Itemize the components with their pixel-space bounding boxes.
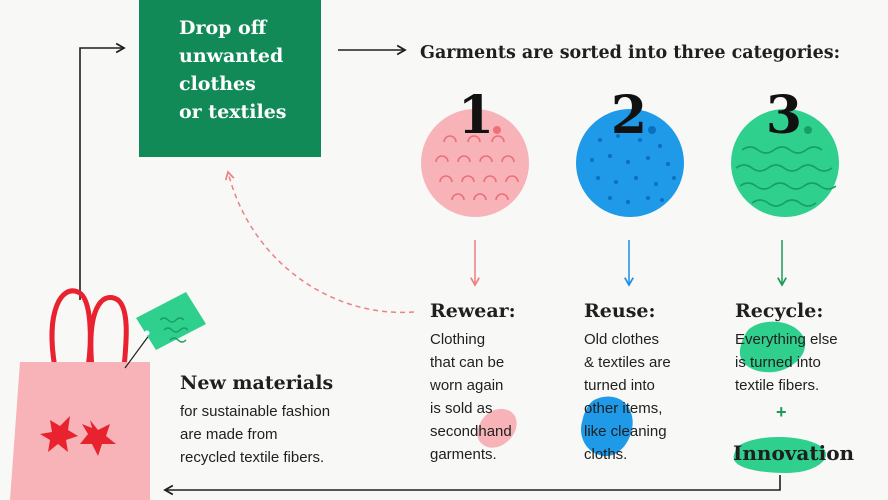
desc-line: secondhand xyxy=(430,423,512,440)
desc-line: that can be xyxy=(430,354,505,371)
desc-line: worn again xyxy=(430,377,504,394)
dropoff-line: Drop off xyxy=(179,17,267,39)
desc-line: Clothing xyxy=(430,331,486,348)
dropoff-line: unwanted xyxy=(179,45,284,67)
reuse-title: Reuse: xyxy=(584,300,656,322)
innovation-blob xyxy=(733,436,826,473)
rewear-blob xyxy=(477,408,517,448)
categories-heading: Garments are sorted into three categorie… xyxy=(420,43,841,63)
desc-line: Everything else xyxy=(735,331,838,348)
desc-line: garments. xyxy=(430,446,497,463)
desc-line: turned into xyxy=(584,377,655,394)
desc-line: is turned into xyxy=(735,354,821,371)
dropoff-box xyxy=(139,0,321,157)
category-number-2: 2 xyxy=(610,85,648,146)
desc-line: for sustainable fashion xyxy=(180,403,331,420)
innovation-label: Innovation xyxy=(733,441,855,465)
rewear-description: Clothing that can be worn again is sold … xyxy=(430,328,512,466)
category-number-3: 3 xyxy=(765,85,803,146)
rewear-title: Rewear: xyxy=(430,300,516,322)
recycle-title: Recycle: xyxy=(735,300,824,322)
recycle-circle xyxy=(731,109,839,217)
desc-line: textile fibers. xyxy=(735,377,820,394)
desc-line: & textiles are xyxy=(584,354,671,371)
desc-line: are made from xyxy=(180,426,278,443)
reuse-circle xyxy=(576,109,684,217)
desc-line: other items, xyxy=(584,400,663,417)
reuse-blob xyxy=(580,396,633,457)
dropoff-text: Drop off unwanted clothes or textiles xyxy=(179,14,319,126)
rewear-return-arrow xyxy=(224,170,415,314)
new-materials-description: for sustainable fashion are made from re… xyxy=(180,400,330,469)
desc-line: cloths. xyxy=(584,446,628,463)
dropoff-line: or textiles xyxy=(179,101,287,123)
category-number-1: 1 xyxy=(457,85,495,146)
desc-line: recycled textile fibers. xyxy=(180,449,325,466)
dropoff-line: clothes xyxy=(179,73,256,95)
recycle-description: Everything else is turned into textile f… xyxy=(735,328,838,397)
new-materials-title: New materials xyxy=(180,372,334,394)
rewear-circle xyxy=(421,109,529,217)
desc-line: is sold as xyxy=(430,400,493,417)
reuse-description: Old clothes & textiles are turned into o… xyxy=(584,328,671,466)
loop-arrow-up xyxy=(79,42,126,300)
desc-line: like cleaning xyxy=(584,423,667,440)
desc-line: Old clothes xyxy=(584,331,660,348)
plus-sign: + xyxy=(776,402,787,422)
return-arrow-bottom xyxy=(163,475,781,496)
recycle-blob-top xyxy=(739,321,806,373)
shopping-bag-illustration xyxy=(10,288,206,500)
